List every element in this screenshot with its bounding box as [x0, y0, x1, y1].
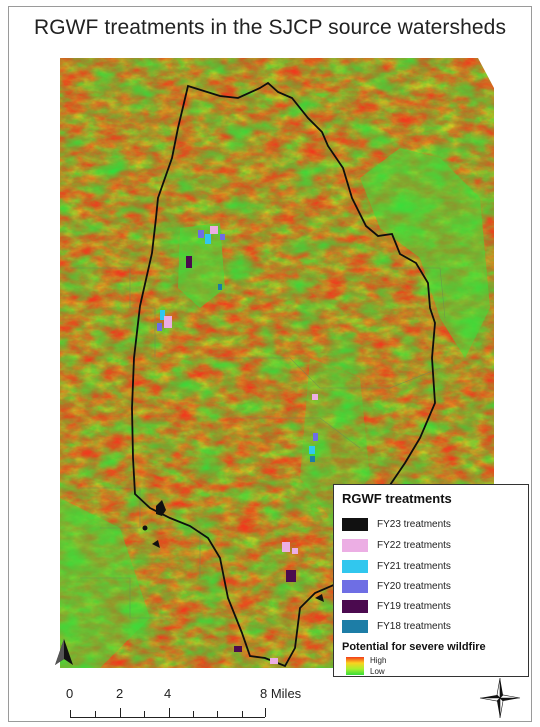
legend-label: FY23 treatments — [377, 518, 451, 530]
scale-label-0: 0 — [66, 686, 74, 701]
legend-swatch-fy22 — [342, 538, 368, 552]
legend-item-fy21: FY21 treatments — [342, 559, 451, 573]
map-legend: RGWF treatments FY23 treatments FY22 tre… — [333, 484, 529, 677]
treatment-fy23 — [142, 500, 324, 602]
legend-item-fy22: FY22 treatments — [342, 538, 451, 552]
legend-label: FY20 treatments — [377, 580, 451, 592]
legend-item-fy20: FY20 treatments — [342, 579, 451, 593]
scale-label-2: 2 — [116, 686, 124, 701]
wildfire-color-ramp — [346, 657, 364, 675]
legend-swatch-fy19 — [342, 599, 368, 613]
north-arrow-icon — [53, 638, 75, 666]
legend-label: FY21 treatments — [377, 560, 451, 572]
legend-item-fy19: FY19 treatments — [342, 599, 451, 613]
ramp-high-label: High — [370, 656, 387, 665]
treatment-fy20 — [157, 230, 318, 441]
treatment-fy22 — [164, 226, 318, 664]
ramp-low-label: Low — [370, 667, 385, 676]
legend-swatch-fy20 — [342, 579, 368, 593]
legend-label: FY18 treatments — [377, 620, 451, 632]
map-title: RGWF treatments in the SJCP source water… — [33, 16, 507, 39]
legend-label: FY22 treatments — [377, 539, 451, 551]
treatment-fy18 — [218, 284, 315, 462]
scale-bar: 0 2 4 8 Miles — [60, 686, 310, 726]
legend-item-fy23: FY23 treatments — [342, 517, 451, 531]
scale-label-8: 8 Miles — [260, 686, 302, 701]
compass-rose-icon — [478, 676, 522, 720]
legend-wildfire-title: Potential for severe wildfire — [342, 641, 486, 653]
legend-swatch-fy21 — [342, 559, 368, 573]
treatment-fy19 — [186, 256, 296, 652]
legend-label: FY19 treatments — [377, 600, 451, 612]
scale-bar-line — [70, 708, 266, 718]
legend-swatch-fy18 — [342, 619, 368, 633]
scale-label-4: 4 — [164, 686, 172, 701]
legend-swatch-fy23 — [342, 517, 368, 531]
legend-item-fy18: FY18 treatments — [342, 619, 451, 633]
legend-title: RGWF treatments — [342, 491, 452, 506]
